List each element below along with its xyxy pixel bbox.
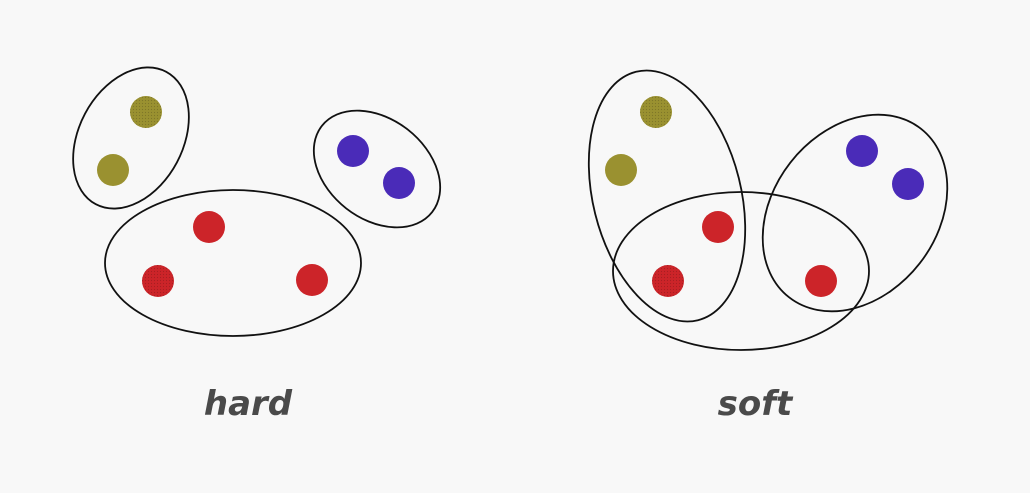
soft-point-red-3 [805,265,837,297]
hard-point-red-1 [193,211,225,243]
soft-cluster-purple [761,113,949,313]
soft-clusters [587,69,949,351]
soft-cluster-red [612,191,870,351]
hard-point-purple-2 [383,167,415,199]
soft-point-purple-2 [892,168,924,200]
hard-points [97,96,415,297]
soft-point-purple-1 [846,135,878,167]
soft-cluster-olive [587,69,747,323]
hard-point-red-2-texture [142,265,174,297]
soft-point-red-2-texture [652,265,684,297]
soft-point-olive-2 [605,154,637,186]
hard-clusters [72,66,442,337]
hard-point-olive-2 [97,154,129,186]
soft-label: soft [717,384,793,424]
hard-point-red-3 [296,264,328,296]
soft-point-olive-1-texture [640,96,672,128]
hard-panel [72,66,442,337]
hard-point-olive-1-texture [130,96,162,128]
soft-panel [587,69,949,351]
hard-cluster-olive [72,66,190,210]
hard-label: hard [203,384,293,424]
hard-cluster-red [104,189,362,337]
soft-point-red-1 [702,211,734,243]
hard-point-purple-1 [337,135,369,167]
soft-points [605,96,924,297]
hard-cluster-purple [312,109,442,229]
